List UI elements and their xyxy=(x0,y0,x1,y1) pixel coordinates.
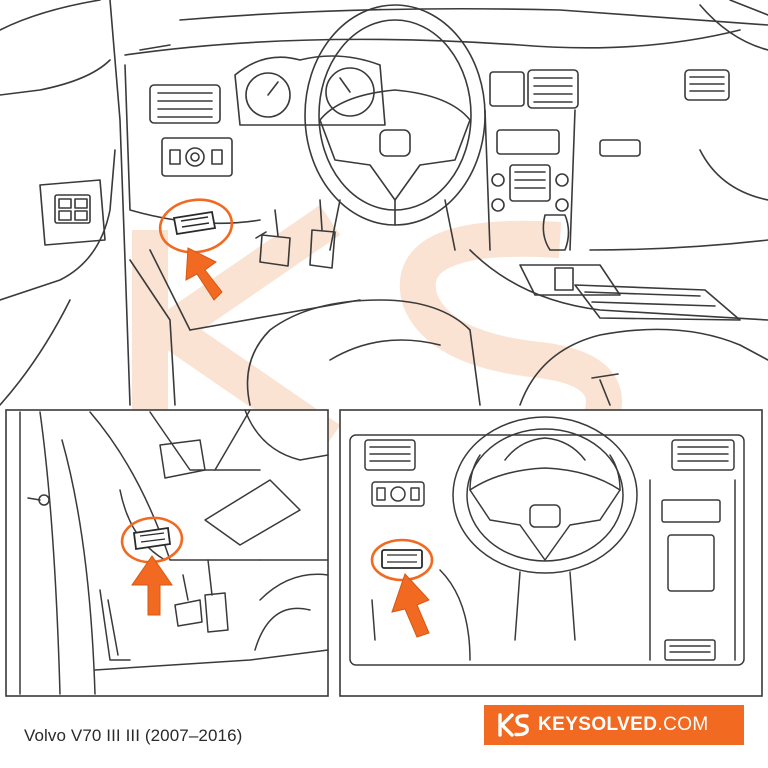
inset-right-view xyxy=(339,409,763,697)
pointer-arrow-icon xyxy=(185,247,223,301)
main-interior-view xyxy=(0,0,768,406)
pointer-arrow-icon xyxy=(391,573,430,638)
obd-port-icon xyxy=(370,538,434,582)
brand-name: KEYSOLVED xyxy=(538,714,658,735)
vehicle-caption: Volvo V70 III III (2007–2016) xyxy=(24,726,243,745)
brand-banner: KEYSOLVED.COM xyxy=(484,705,744,745)
pointer-arrow-icon xyxy=(131,555,173,616)
inset-left-view xyxy=(5,409,329,697)
keysolved-logo xyxy=(498,713,529,737)
brand-tld: .COM xyxy=(657,714,709,735)
obd-port-icon xyxy=(158,198,234,254)
